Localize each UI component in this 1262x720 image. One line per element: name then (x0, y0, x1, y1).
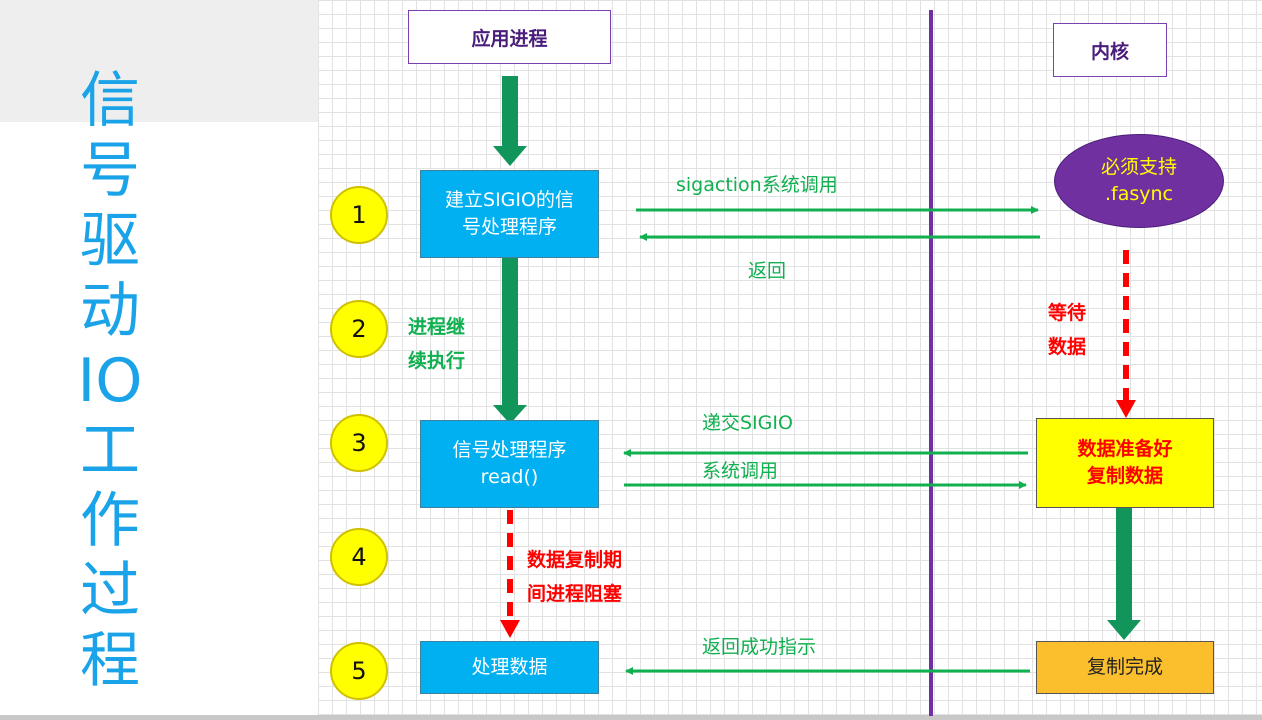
box-line: 数据准备好 (1077, 438, 1173, 460)
title-char: 信 (80, 66, 140, 136)
step-circle: 3 (330, 414, 388, 472)
return-label: 返回 (748, 260, 787, 282)
app-process-header: 应用进程 (408, 10, 611, 64)
process-data-box: 处理数据 (420, 641, 599, 694)
box-line: 建立SIGIO的信 (445, 189, 574, 211)
grid-canvas (318, 0, 1262, 716)
title-char: 动 (80, 276, 140, 346)
step-circle: 4 (330, 528, 388, 586)
blocking-arrow (500, 510, 520, 638)
left-panel: 信 号 驱 动 IO 工 作 过 程 (0, 0, 318, 720)
sigaction-label: sigaction系统调用 (676, 174, 838, 196)
label-line: 进程继 (408, 316, 466, 338)
box-line: 复制数据 (1086, 465, 1163, 487)
wait-data-label: 等待 数据 (1048, 296, 1086, 364)
box-line: read() (480, 466, 539, 488)
left-header-band (0, 0, 318, 122)
copy-complete-box: 复制完成 (1036, 641, 1214, 694)
label-line: 数据复制期 (527, 549, 623, 571)
wait-data-arrow (1116, 250, 1136, 418)
label-line: 数据 (1048, 336, 1087, 358)
label-line: 续执行 (408, 350, 466, 372)
flow-arrow-middle (493, 257, 527, 424)
title-char: 驱 (80, 206, 140, 276)
setup-sigio-handler-box: 建立SIGIO的信 号处理程序 (420, 170, 599, 258)
box-line: 必须支持 (1100, 156, 1177, 178)
title-char: 程 (80, 626, 140, 696)
process-kernel-divider (929, 10, 933, 716)
blocking-label: 数据复制期 间进程阻塞 (527, 543, 622, 611)
flow-arrow-top (493, 76, 527, 166)
box-line: 号处理程序 (461, 216, 557, 238)
step-circle: 1 (330, 186, 388, 244)
fasync-ellipse: 必须支持 .fasync (1054, 134, 1224, 228)
label-line: 等待 (1048, 302, 1087, 324)
continue-label: 进程继 续执行 (408, 310, 465, 378)
signal-handler-read-box: 信号处理程序 read() (420, 420, 599, 508)
title-char: 工 (80, 416, 140, 486)
vertical-title: 信 号 驱 动 IO 工 作 过 程 (74, 66, 146, 696)
flow-arrow-kernel (1107, 508, 1141, 640)
data-ready-copy-box: 数据准备好 复制数据 (1036, 418, 1214, 508)
bottom-rule (0, 715, 1262, 720)
syscall-label: 系统调用 (702, 460, 779, 482)
box-line: 信号处理程序 (452, 439, 567, 461)
success-label: 返回成功指示 (702, 636, 817, 658)
step-circle: 2 (330, 300, 388, 358)
title-char: 过 (80, 556, 140, 626)
title-char: 作 (80, 486, 140, 556)
kernel-header: 内核 (1053, 23, 1167, 77)
title-char: IO (77, 346, 143, 416)
step-circle: 5 (330, 642, 388, 700)
label-line: 间进程阻塞 (527, 583, 623, 605)
deliver-sigio-label: 递交SIGIO (702, 412, 793, 434)
box-line: .fasync (1104, 183, 1173, 205)
title-char: 号 (80, 136, 140, 206)
